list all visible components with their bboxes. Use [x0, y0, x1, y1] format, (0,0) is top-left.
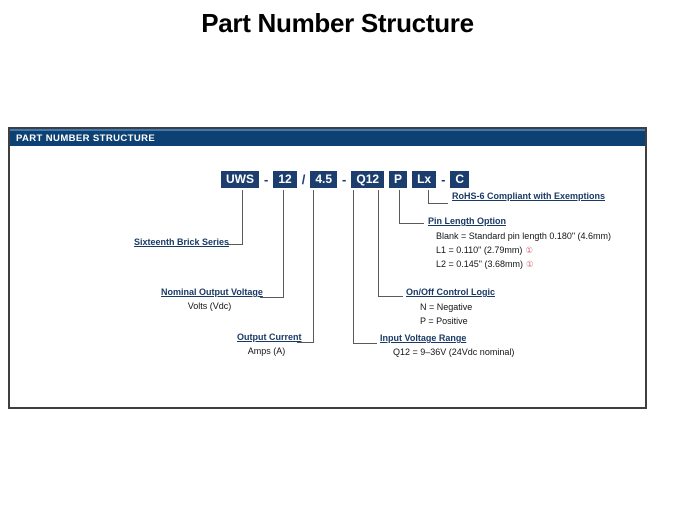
connector-input-vertical	[353, 190, 354, 343]
pin-length-line-blank: Blank = Standard pin length 0.180" (4.6m…	[436, 231, 614, 241]
connector-voltage-vertical	[283, 190, 284, 297]
pin-length-blank-text: Blank = Standard pin length 0.180" (4.6m…	[436, 231, 612, 241]
part-segment-input-voltage: Q12	[351, 171, 385, 188]
part-segment-output-voltage: 12	[273, 171, 297, 188]
part-segment-control-logic: P	[389, 171, 408, 188]
connector-series-vertical	[242, 190, 243, 244]
nominal-output-voltage-label: Nominal Output Voltage	[161, 287, 263, 297]
part-number-structure-panel: PART NUMBER STRUCTURE	[8, 127, 647, 409]
sixteenth-brick-series-label: Sixteenth Brick Series	[134, 237, 230, 247]
rohs-label: RoHS-6 Compliant with Exemptions	[452, 191, 606, 201]
connector-logic-horizontal	[378, 296, 403, 297]
pin-length-label: Pin Length Option	[428, 216, 506, 226]
part-separator-dash-3: -	[441, 172, 446, 187]
on-off-positive-text: P = Positive	[420, 316, 468, 326]
connector-logic-vertical	[378, 190, 379, 296]
connector-pinlength-vertical	[399, 190, 400, 223]
on-off-control-logic-label: On/Off Control Logic	[406, 287, 495, 297]
part-number-row: UWS - 12 / 4.5 - Q12 P Lx - C	[221, 171, 470, 188]
on-off-negative-text: N = Negative	[420, 302, 473, 312]
part-separator-dash-1: -	[264, 172, 269, 187]
part-segment-output-current: 4.5	[310, 171, 338, 188]
pin-length-l1-text: L1 = 0.110" (2.79mm)	[436, 245, 523, 255]
part-segment-rohs: C	[450, 171, 470, 188]
pin-length-line-l1: L1 = 0.110" (2.79mm)①	[436, 245, 533, 256]
footnote-marker-icon: ①	[525, 245, 533, 255]
page-title: Part Number Structure	[201, 8, 474, 38]
connector-series-horizontal	[227, 244, 243, 245]
panel-header-title: PART NUMBER STRUCTURE	[16, 133, 156, 144]
connector-current-vertical	[313, 190, 314, 342]
output-current-sub: Amps (A)	[247, 346, 286, 356]
footnote-marker-icon: ①	[526, 259, 534, 269]
connector-voltage-horizontal	[260, 297, 284, 298]
connector-rohs-vertical	[428, 190, 429, 203]
pin-length-line-l2: L2 = 0.145" (3.68mm)①	[436, 259, 534, 270]
input-voltage-range-label: Input Voltage Range	[380, 333, 467, 343]
connector-pinlength-horizontal	[399, 223, 424, 224]
connector-rohs-horizontal	[428, 203, 448, 204]
part-segment-pin-length: Lx	[412, 171, 437, 188]
panel-header-bar: PART NUMBER STRUCTURE	[10, 129, 645, 146]
part-separator-slash: /	[301, 172, 306, 187]
part-segment-series: UWS	[221, 171, 259, 188]
connector-input-horizontal	[353, 343, 377, 344]
input-voltage-range-sub: Q12 = 9–36V (24Vdc nominal)	[393, 347, 515, 357]
connector-current-horizontal	[297, 342, 314, 343]
part-separator-dash-2: -	[342, 172, 347, 187]
pin-length-l2-text: L2 = 0.145" (3.68mm)	[436, 259, 523, 269]
output-current-label: Output Current	[237, 332, 302, 342]
nominal-output-voltage-sub: Volts (Vdc)	[187, 301, 232, 311]
